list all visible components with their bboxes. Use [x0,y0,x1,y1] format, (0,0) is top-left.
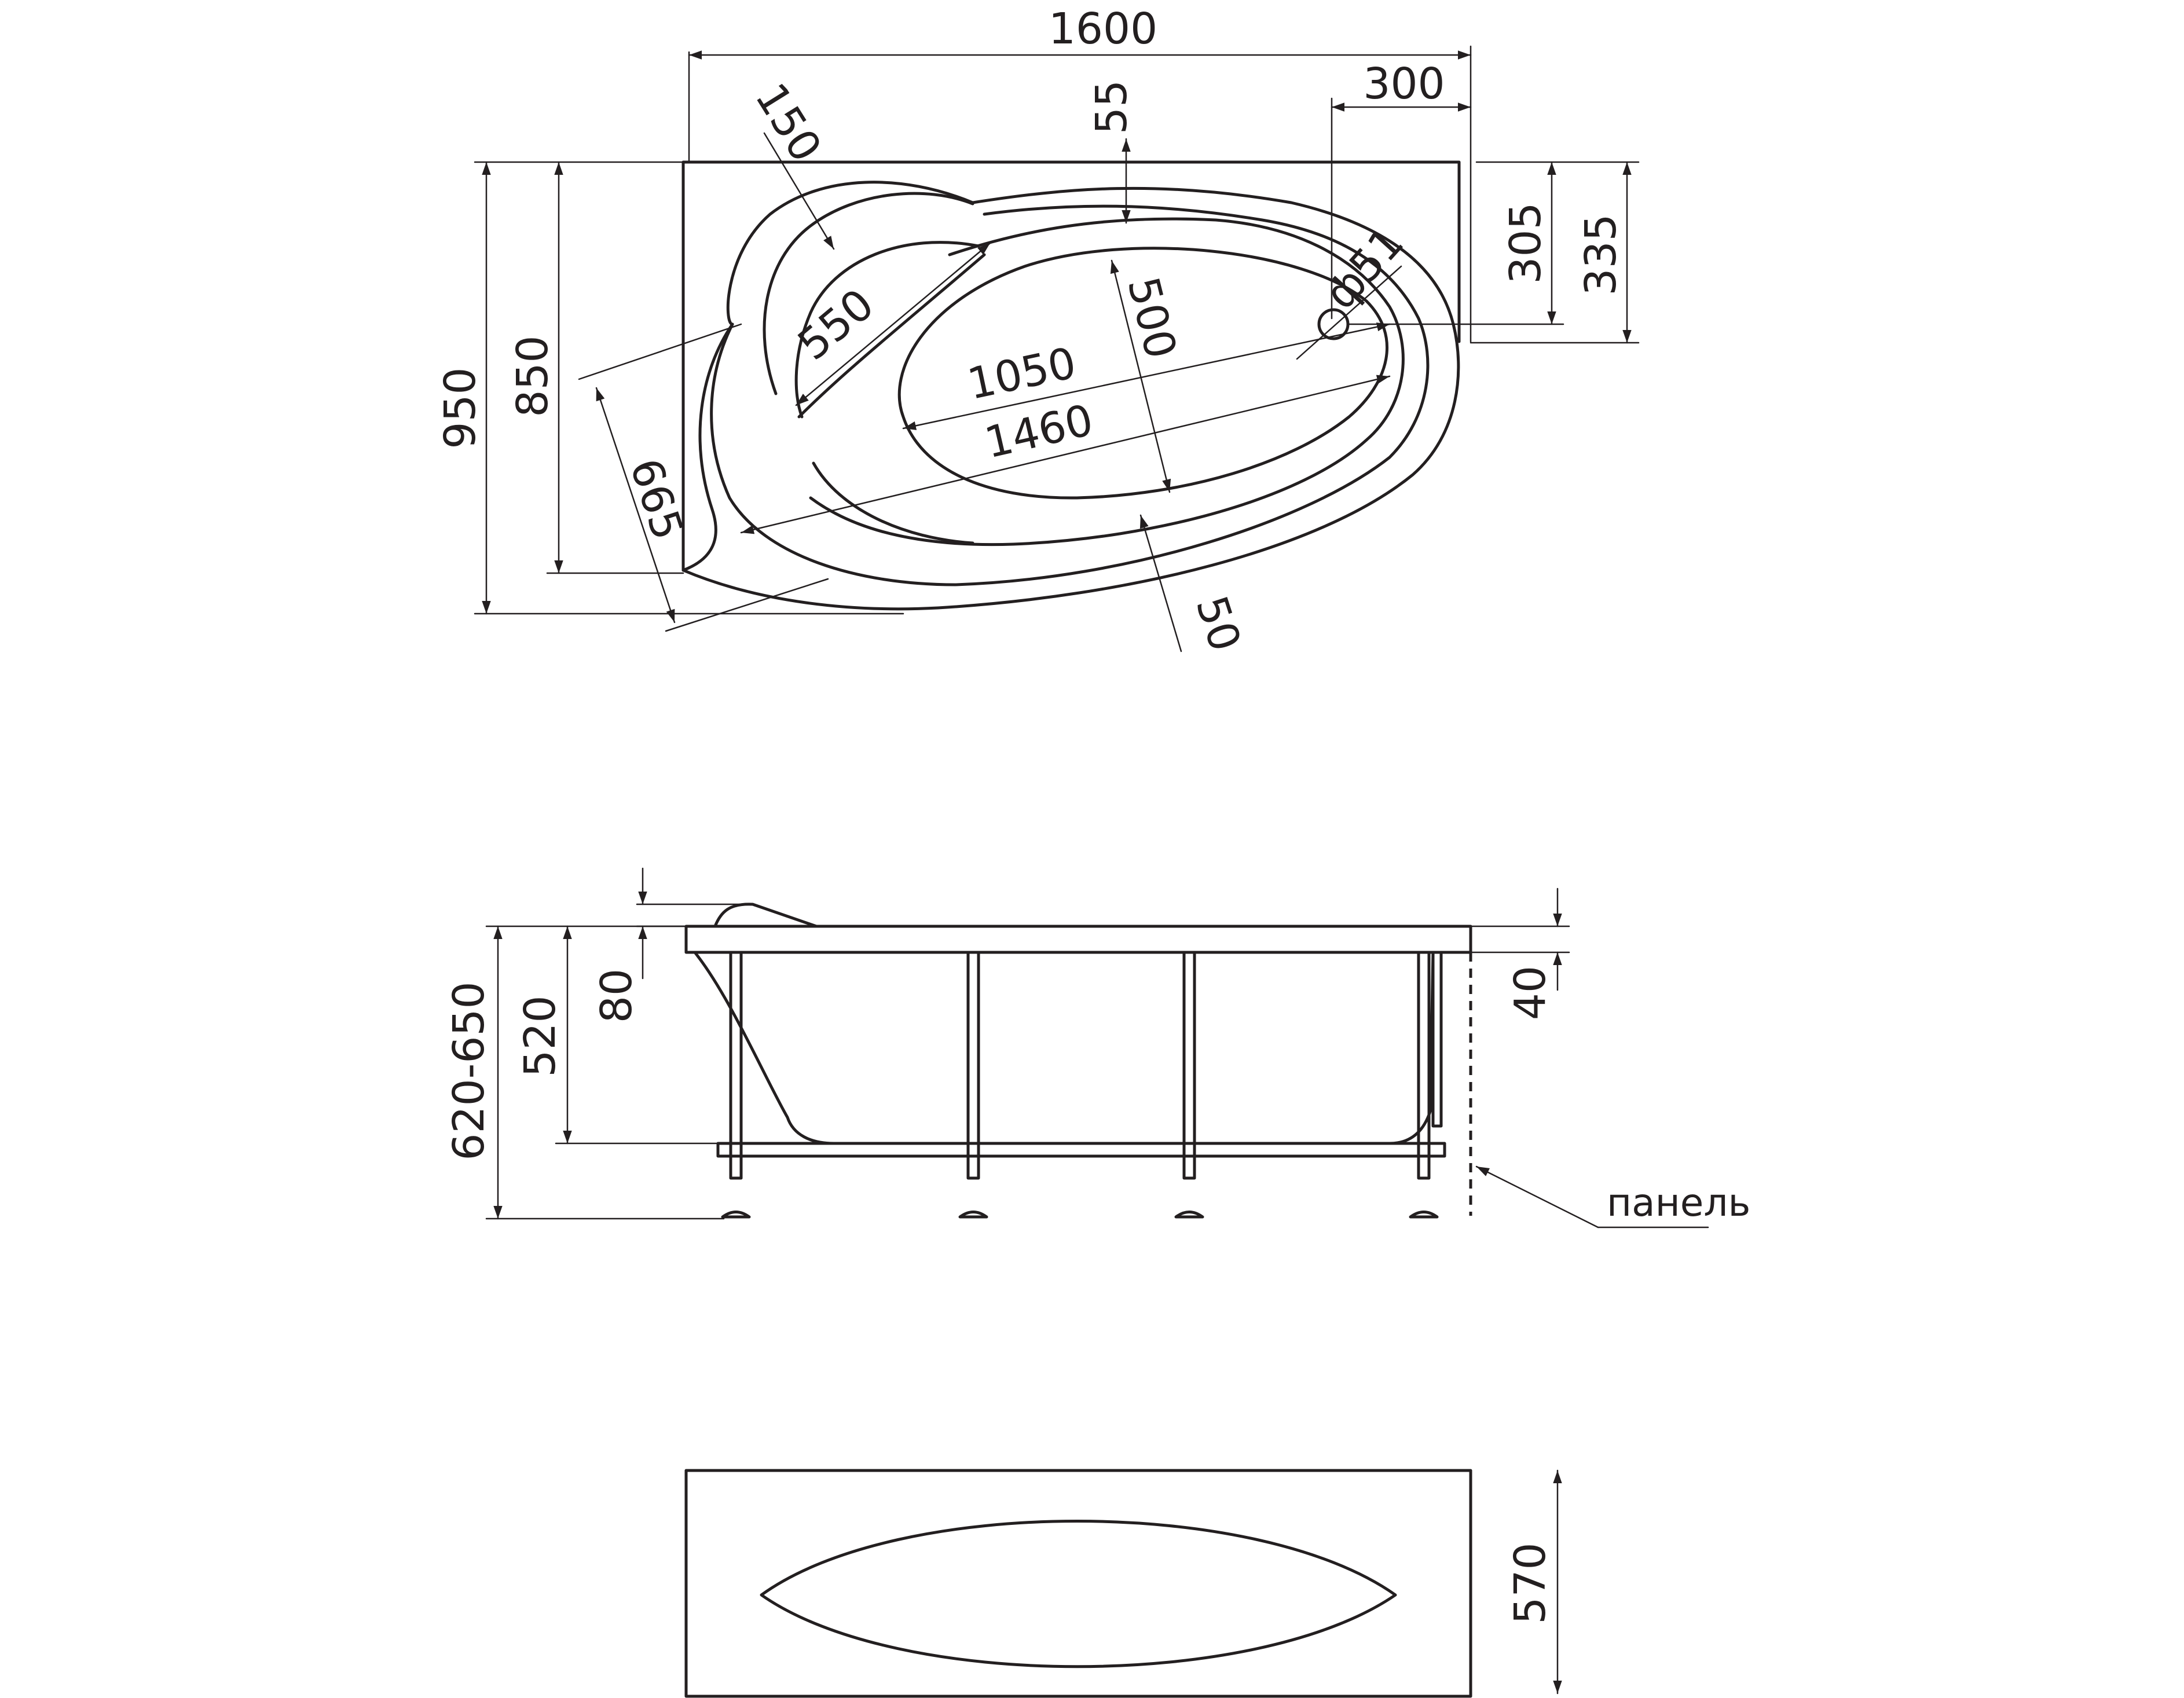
dim-top-gap: 55 [1087,80,1137,134]
frame-feet [721,1211,1439,1219]
frame-legs [729,951,1443,1180]
dim-drain-offset-a: 305 [1501,202,1551,284]
dim-right-step: 300 [1363,59,1445,109]
dim-total-height: 950 [435,367,485,449]
side-rim [684,925,1472,954]
dim-bowl-depth: 520 [515,995,565,1077]
dim-drain-offset-b: 335 [1576,214,1626,295]
bowl-shelf-outline [809,217,1405,547]
dim-inner-width: 500 [1117,272,1186,364]
dim-total-width: 1600 [1049,4,1157,54]
front-panel-rect [684,1469,1472,1698]
side-headrest [713,903,818,928]
dim-side-total-height: 620-650 [444,981,494,1160]
dim-headrest-height: 80 [592,969,642,1023]
headrest-curve-outer [763,192,974,395]
top-view-frame [681,160,1461,572]
side-bowl [693,951,1435,1145]
side-view: 620-650 520 80 40 панель [444,867,1750,1228]
dim-inner-length: 1050 [963,338,1080,409]
panel-view: 570 [684,1469,1562,1698]
dim-panel-height: 570 [1505,1542,1555,1624]
dim-rim: 50 [1186,590,1250,657]
front-panel-lens-shape [760,1520,1397,1668]
bowl-lower-curve [812,461,974,545]
dim-outer-length: 1460 [980,395,1098,468]
dim-rim-thickness: 40 [1505,966,1555,1020]
dim-headrest: 150 [745,75,831,170]
frame-bottom-bar [716,1142,1446,1158]
panel-label: панель [1607,1180,1750,1225]
dim-armrest: 550 [789,280,883,371]
top-view: 1600 300 55 150 550 500 1050 1460 ф51 30… [435,4,1640,657]
dim-left-height: 850 [508,335,558,417]
outer-rim-outline [681,181,1460,611]
